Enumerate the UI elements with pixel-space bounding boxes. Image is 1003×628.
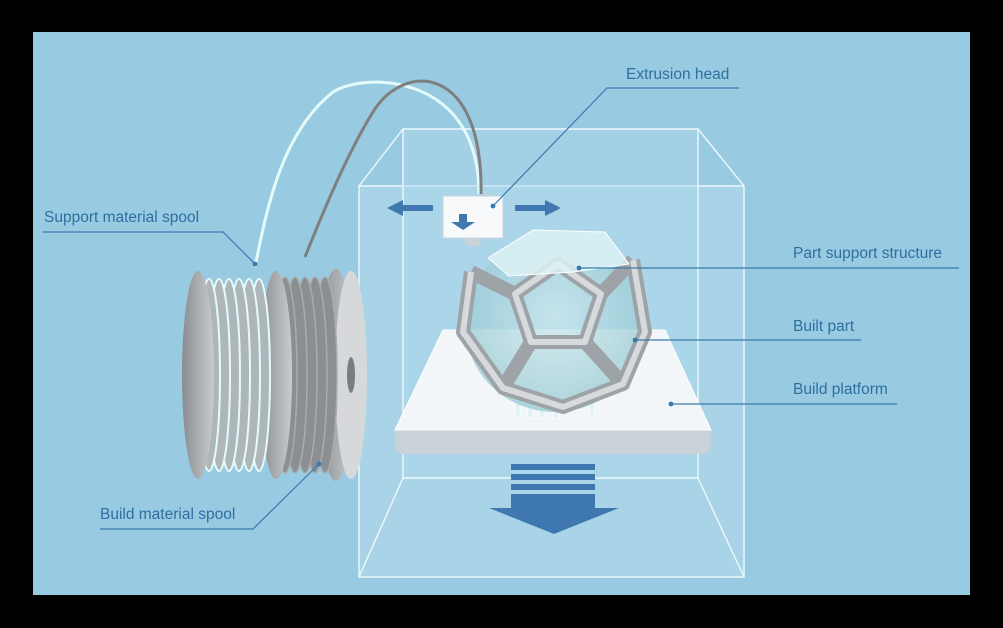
label-build-material-spool: Build material spool xyxy=(100,506,236,523)
extrusion-direction-icon xyxy=(451,222,475,230)
double-horizontal-arrow xyxy=(387,200,561,216)
label-part-support-structure: Part support structure xyxy=(793,245,943,262)
build-material-spool xyxy=(260,269,367,481)
leader-build-spool xyxy=(100,463,320,530)
leader-support-spool xyxy=(43,231,256,265)
support-filament xyxy=(253,80,481,268)
label-build-platform: Build platform xyxy=(793,381,888,398)
label-extrusion-head: Extrusion head xyxy=(626,66,730,83)
build-filament xyxy=(303,79,483,258)
leader-extrusion-head xyxy=(492,87,739,207)
printer-illustration xyxy=(43,79,959,578)
extrusion-head xyxy=(442,195,504,246)
leader-lines xyxy=(43,87,959,530)
diagram-panel: Extrusion head Support material spool Pa… xyxy=(33,32,970,595)
support-material-spool xyxy=(182,271,271,479)
down-arrow-icon xyxy=(489,464,619,534)
part-support-structure xyxy=(487,229,630,277)
label-built-part: Built part xyxy=(793,318,855,335)
built-part xyxy=(456,236,652,414)
label-support-material-spool: Support material spool xyxy=(44,209,200,226)
